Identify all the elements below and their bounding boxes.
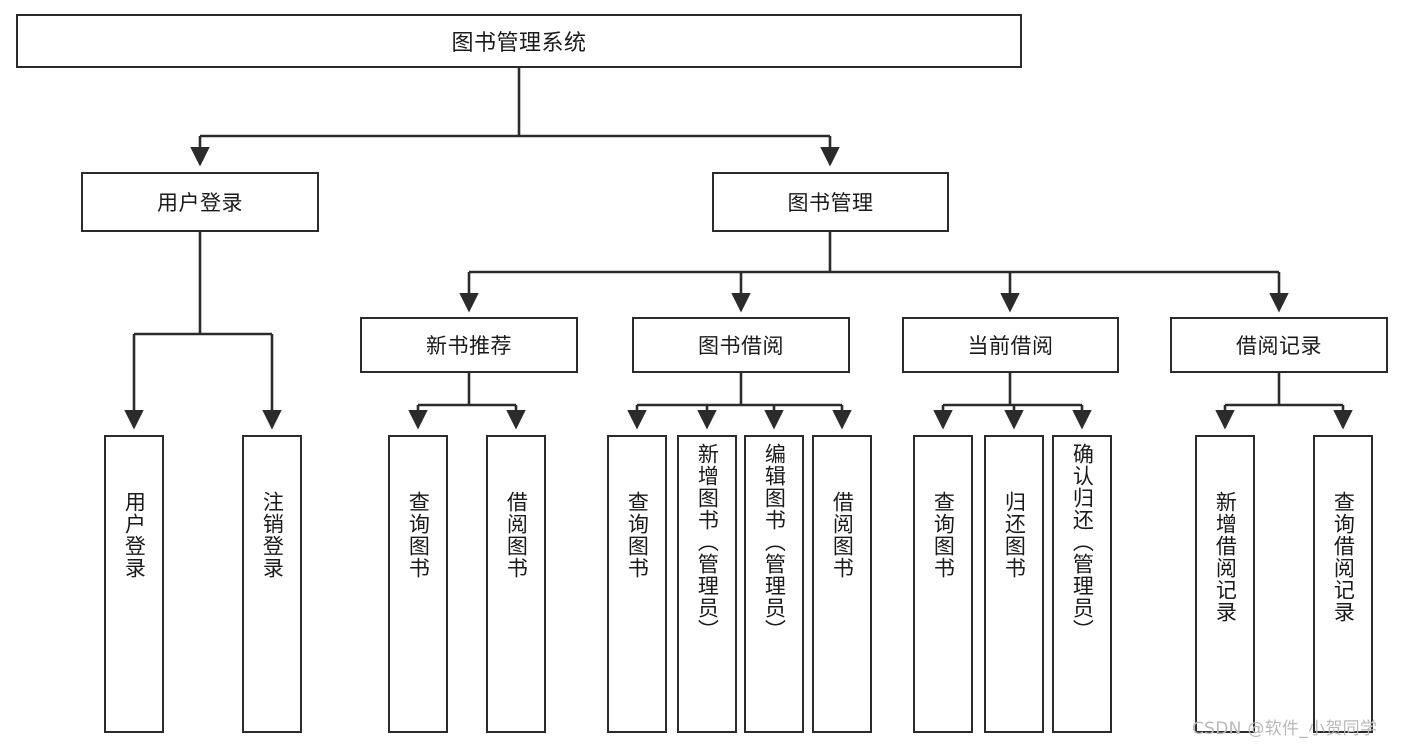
leaf-user-logout-label: 注销登录	[260, 491, 285, 579]
leaf-borrow-book-1[interactable]: 借阅图书	[486, 435, 546, 733]
leaf-borrow-book-1-label: 借阅图书	[504, 491, 529, 579]
leaf-query-record[interactable]: 查询借阅记录	[1313, 435, 1373, 733]
node-user-login-label: 用户登录	[157, 191, 243, 215]
leaf-user-login-label: 用户登录	[122, 491, 147, 579]
node-book-borrow[interactable]: 图书借阅	[632, 317, 850, 373]
leaf-query-book-1-label: 查询图书	[406, 491, 431, 579]
csdn-watermark: CSDN @软件_小贺同学	[1192, 719, 1378, 739]
leaf-user-logout[interactable]: 注销登录	[242, 435, 302, 733]
node-borrow-record-label: 借阅记录	[1236, 334, 1322, 358]
node-book-borrow-label: 图书借阅	[698, 334, 784, 358]
leaf-return-book-label: 归还图书	[1002, 491, 1027, 579]
node-new-book-recommend-label: 新书推荐	[426, 334, 512, 358]
leaf-add-record-label: 新增借阅记录	[1213, 491, 1238, 623]
leaf-query-book-2[interactable]: 查询图书	[607, 435, 667, 733]
leaf-query-book-1[interactable]: 查询图书	[388, 435, 448, 733]
node-book-manage-label: 图书管理	[787, 191, 874, 215]
node-borrow-record[interactable]: 借阅记录	[1170, 317, 1388, 373]
leaf-query-record-label: 查询借阅记录	[1331, 491, 1356, 623]
leaf-borrow-book-2[interactable]: 借阅图书	[812, 435, 872, 733]
node-root[interactable]: 图书管理系统	[16, 14, 1022, 68]
leaf-user-login[interactable]: 用户登录	[104, 435, 164, 733]
node-root-label: 图书管理系统	[451, 31, 587, 56]
leaf-query-book-2-label: 查询图书	[625, 491, 650, 579]
leaf-add-record[interactable]: 新增借阅记录	[1195, 435, 1255, 733]
leaf-add-book[interactable]: 新增图书（管理员）	[677, 435, 737, 733]
node-user-login[interactable]: 用户登录	[81, 172, 319, 232]
node-current-borrow-label: 当前借阅	[967, 334, 1054, 358]
leaf-query-book-3[interactable]: 查询图书	[913, 435, 973, 733]
node-book-manage[interactable]: 图书管理	[712, 172, 949, 232]
leaf-add-book-label: 新增图书（管理员）	[695, 443, 720, 641]
leaf-return-book[interactable]: 归还图书	[984, 435, 1044, 733]
node-new-book-recommend[interactable]: 新书推荐	[360, 317, 578, 373]
leaf-edit-book-label: 编辑图书（管理员）	[762, 443, 787, 641]
leaf-edit-book[interactable]: 编辑图书（管理员）	[744, 435, 804, 733]
leaf-confirm-return-label: 确认归还（管理员）	[1070, 443, 1095, 641]
leaf-query-book-3-label: 查询图书	[931, 491, 956, 579]
leaf-borrow-book-2-label: 借阅图书	[830, 491, 855, 579]
node-current-borrow[interactable]: 当前借阅	[902, 317, 1119, 373]
leaf-confirm-return[interactable]: 确认归还（管理员）	[1052, 435, 1112, 733]
